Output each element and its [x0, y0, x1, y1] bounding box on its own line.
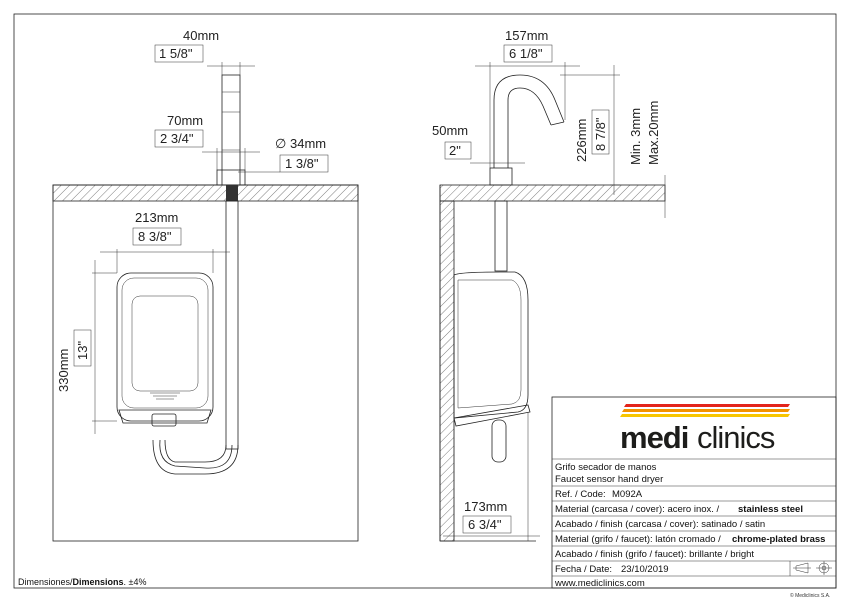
front-base-width-in: 2 3/4" [160, 131, 194, 146]
side-faucet-base [489, 167, 513, 186]
side-thickness-max: Max.20mm [646, 101, 661, 165]
product-es: Grifo secador de manos [555, 462, 657, 473]
title-block: medi clinics Grifo secador de manos Fauc… [551, 396, 837, 589]
front-pipe-width-mm: 40mm [183, 28, 219, 43]
front-dryer-height-mm: 330mm [56, 349, 71, 392]
side-hose [494, 200, 508, 272]
front-faucet-pipe [221, 74, 241, 186]
brand-dark: clinics [697, 420, 775, 455]
front-pipe-width-in: 1 5/8" [159, 46, 193, 61]
front-wall [52, 184, 359, 542]
front-through-hole [226, 185, 238, 201]
side-faucet-reach-mm: 157mm [505, 28, 548, 43]
side-depth-mm: 173mm [464, 499, 507, 514]
front-dryer-body [116, 272, 214, 422]
front-view: 40mm 1 5/8" 70mm 2 3/4" ∅ 34mm 1 3/8" 21… [52, 28, 359, 542]
front-diameter-symbol: ∅ [275, 136, 286, 151]
front-dryer-width-mm: 213mm [135, 210, 178, 225]
front-dryer-height-in: 13" [75, 341, 90, 360]
ref-label: Ref. / Code: [555, 489, 606, 500]
side-dryer-body [453, 271, 529, 419]
ref-value: M092A [612, 489, 643, 500]
website: www.mediclinics.com [554, 578, 645, 589]
side-faucet-height-in: 8 7/8" [593, 117, 608, 151]
side-dryer-outlet [491, 419, 507, 463]
side-faucet-reach-in: 6 1/8" [509, 46, 543, 61]
copyright: © Mediclinics S.A. [790, 592, 830, 599]
front-dryer-width-in: 8 3/8" [138, 229, 172, 244]
front-hose [225, 200, 239, 450]
side-countertop [439, 184, 666, 202]
brand-light: medi [620, 420, 688, 455]
logo-stripe-yellow [620, 414, 790, 417]
side-view: 157mm 6 1/8" 50mm 2" 226mm 8 7/8" Min. 3… [432, 28, 666, 542]
front-countertop [52, 184, 359, 202]
material-cover-value: stainless steel [738, 504, 803, 515]
front-dryer-outlet [151, 413, 177, 427]
drawing-frame [13, 13, 837, 589]
side-depth-in: 6 3/4" [468, 517, 502, 532]
front-dryer-panel [131, 295, 199, 392]
product-en: Faucet sensor hand dryer [555, 474, 663, 485]
footer-dimensions: Dimensiones/Dimensions. ±4% [18, 577, 147, 587]
front-hole-diameter-in: 1 3/8" [285, 156, 319, 171]
material-cover-label: Material (carcasa / cover): acero inox. … [555, 504, 720, 515]
date-label: Fecha / Date: [555, 564, 612, 575]
finish-cover-label: Acabado / finish (carcasa / cover): sati… [555, 519, 765, 530]
material-faucet-label: Material (grifo / faucet): latón cromado… [555, 534, 721, 545]
front-hole-diameter-mm: 34mm [290, 136, 326, 151]
side-base-mm: 50mm [432, 123, 468, 138]
material-faucet-value: chrome-plated brass [732, 534, 825, 545]
finish-faucet-label: Acabado / finish (grifo / faucet): brill… [555, 549, 754, 560]
side-base-in: 2" [449, 143, 461, 158]
logo-stripe-orange [622, 409, 790, 412]
side-wall [439, 200, 455, 542]
front-base-width-mm: 70mm [167, 113, 203, 128]
side-faucet-height-mm: 226mm [574, 119, 589, 162]
side-thickness-min: Min. 3mm [628, 108, 643, 165]
logo-stripe-red [624, 404, 790, 407]
date-value: 23/10/2019 [621, 564, 669, 575]
projection-symbol-icon [793, 561, 832, 575]
